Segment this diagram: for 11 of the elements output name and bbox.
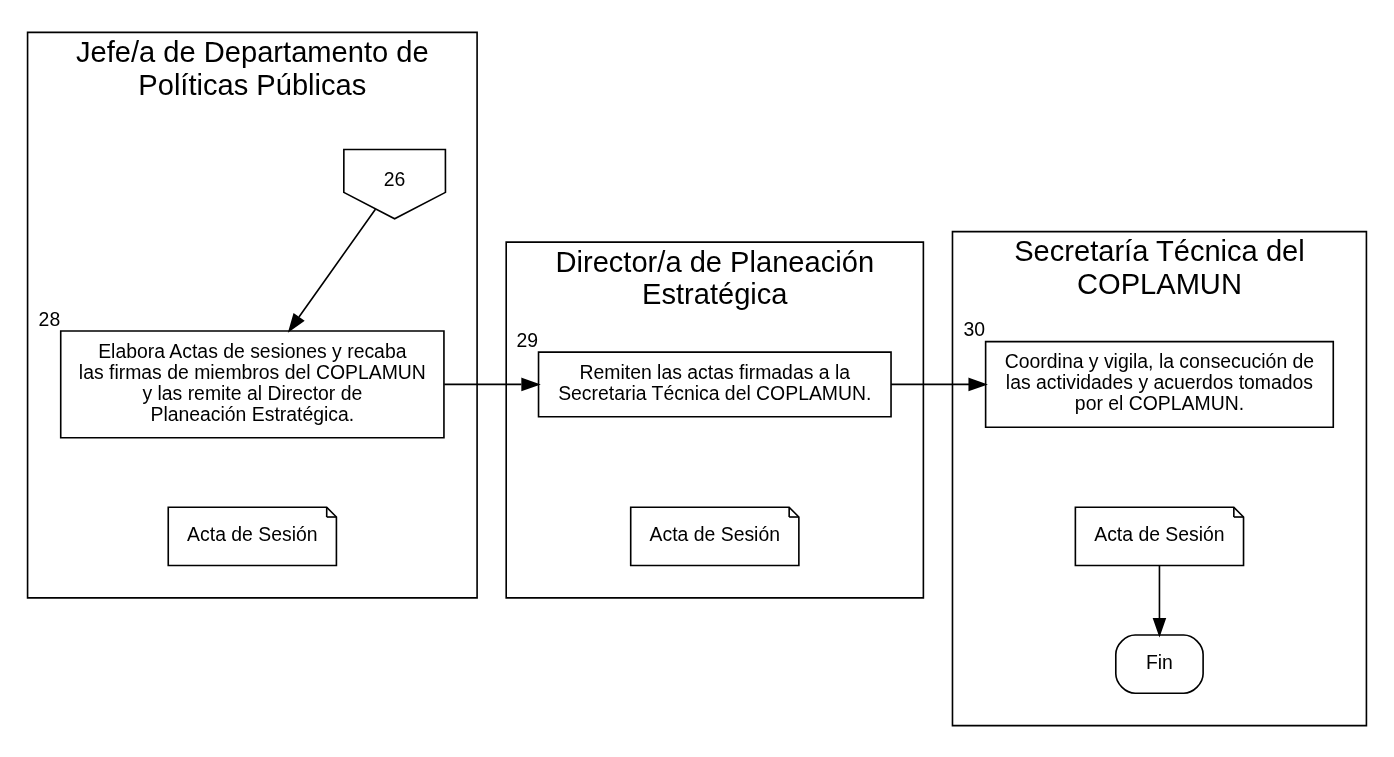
arrow	[443, 377, 541, 391]
node-label: 30	[963, 317, 986, 340]
arrow	[287, 207, 377, 333]
node-box: Coordina y vigila, la consecución de las actividades y acuerdos tomados por el COPLAMUN.	[984, 340, 1335, 428]
node-label: 28	[38, 307, 61, 330]
node-box: Remiten las actas firmadas a la Secretaria Técnica del COPLAMUN.	[537, 350, 892, 418]
node-box: Fin	[1115, 633, 1204, 694]
node-label: 29	[516, 328, 539, 351]
arrow	[890, 377, 988, 391]
node-box: Elabora Actas de sesiones y recaba las firmas de miembros del COPLAMUN y las remite al Director de Planeación Estratégica.	[59, 329, 445, 439]
arrow	[1152, 564, 1167, 637]
